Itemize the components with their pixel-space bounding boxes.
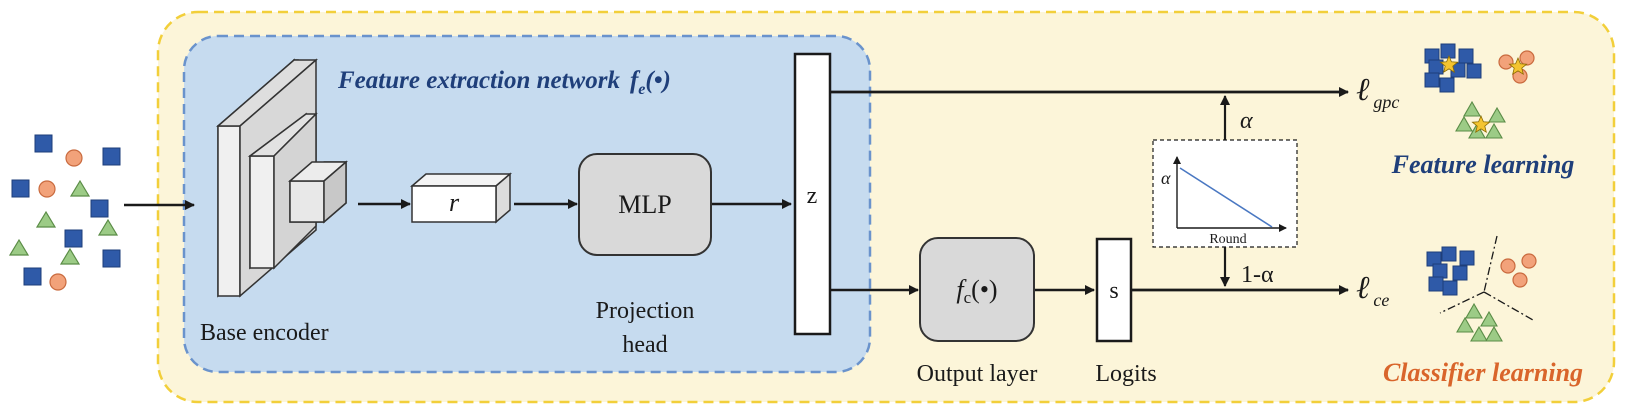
fc-label: fc(•) [956, 275, 997, 307]
r-label: r [449, 188, 460, 217]
classifier-learning-clusters [1426, 235, 1537, 342]
square-sample [1432, 263, 1448, 279]
square-sample [1466, 63, 1482, 79]
square-sample [1459, 250, 1475, 266]
triangle-sample [1485, 325, 1503, 342]
decision-boundary [1483, 235, 1498, 293]
representation-r-block [409, 172, 513, 224]
logits-bar [1095, 237, 1133, 343]
circle-sample [49, 273, 67, 291]
star-prototype [1471, 114, 1491, 134]
circle-sample [1500, 258, 1516, 274]
triangle-sample [8, 238, 30, 256]
feature-learning-clusters [1424, 43, 1535, 139]
triangle-sample [1456, 316, 1474, 333]
square-sample [1440, 43, 1456, 59]
square-sample [90, 199, 109, 218]
inset-y-label: α [1161, 168, 1171, 188]
alpha-schedule-inset [1152, 139, 1298, 248]
square-sample [1428, 276, 1444, 292]
output-layer-label: Output layer [917, 361, 1038, 387]
square-sample [1452, 265, 1468, 281]
mlp-block [578, 153, 712, 256]
triangle-sample [1455, 115, 1473, 132]
square-sample [34, 134, 53, 153]
triangle-sample [59, 247, 81, 265]
triangle-sample [1463, 100, 1481, 117]
circle-sample [1519, 50, 1535, 66]
circle-sample [1521, 253, 1537, 269]
classifier-learning-label: Classifier learning [1383, 358, 1583, 387]
alpha-decay-line [1179, 167, 1273, 228]
circle-sample [1498, 54, 1514, 70]
alpha-label: α [1240, 108, 1253, 134]
triangle-sample [1465, 302, 1483, 319]
square-sample [1441, 246, 1457, 262]
projection-head-label-line1: Projection [596, 298, 695, 324]
circle-sample [1512, 272, 1528, 288]
square-sample [64, 229, 83, 248]
decision-boundary [1483, 291, 1534, 321]
square-sample [11, 179, 30, 198]
square-sample [1442, 280, 1458, 296]
triangle-sample [1485, 122, 1503, 139]
square-sample [23, 267, 42, 286]
projection-head-label-line2: head [622, 332, 667, 358]
input-samples [8, 134, 121, 291]
feature-learning-label: Feature learning [1391, 150, 1575, 179]
z-embedding-bar [793, 52, 832, 336]
square-sample [1458, 48, 1474, 64]
circle-sample [65, 149, 83, 167]
inset-x-label: Round [1209, 232, 1246, 247]
triangle-sample [69, 179, 91, 197]
star-prototype [1508, 56, 1528, 76]
output-layer-block [919, 237, 1035, 342]
circle-sample [38, 180, 56, 198]
square-sample [1424, 72, 1440, 88]
base-encoder-label: Base encoder [200, 320, 329, 346]
square-sample [1439, 77, 1455, 93]
triangle-sample [97, 218, 119, 236]
triangle-sample [35, 210, 57, 228]
mlp-label: MLP [618, 190, 671, 219]
one-minus-alpha-label: 1-α [1241, 262, 1274, 288]
star-prototype [1439, 54, 1459, 74]
triangle-sample [1480, 310, 1498, 327]
triangle-sample [1488, 106, 1506, 123]
square-sample [102, 147, 121, 166]
logits-label: Logits [1095, 361, 1156, 387]
triangle-sample [1470, 325, 1488, 342]
s-label: s [1109, 278, 1118, 304]
z-label: z [807, 183, 818, 209]
square-sample [102, 249, 121, 268]
base-encoder-icon [215, 58, 349, 298]
